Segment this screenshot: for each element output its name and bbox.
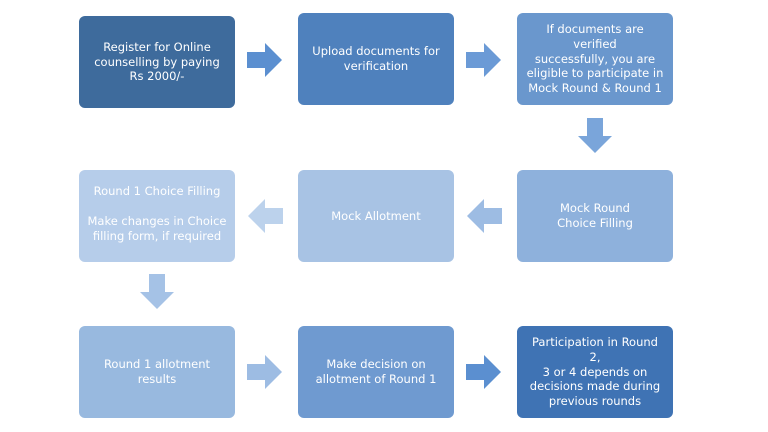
arrow-left-icon bbox=[247, 198, 283, 234]
step-round1-choice-filling: Round 1 Choice Filling Make changes in C… bbox=[79, 170, 235, 262]
step-register: Register for Online counselling by payin… bbox=[79, 16, 235, 108]
step-documents-verified: If documents are verified successfully, … bbox=[517, 13, 673, 105]
step-mock-round-choice-filling: Mock Round Choice Filling bbox=[517, 170, 673, 262]
arrow-right-icon bbox=[247, 354, 283, 390]
arrow-left-icon bbox=[466, 198, 502, 234]
step-round1-allotment-results: Round 1 allotment results bbox=[79, 326, 235, 418]
step-upload-documents: Upload documents for verification bbox=[298, 13, 454, 105]
arrow-right-icon bbox=[466, 354, 502, 390]
step-decision-round1: Make decision on allotment of Round 1 bbox=[298, 326, 454, 418]
arrow-right-icon bbox=[466, 42, 502, 78]
arrow-right-icon bbox=[247, 42, 283, 78]
arrow-down-icon bbox=[577, 118, 613, 154]
step-participation-later-rounds: Participation in Round 2, 3 or 4 depends… bbox=[517, 326, 673, 418]
step-mock-allotment: Mock Allotment bbox=[298, 170, 454, 262]
arrow-down-icon bbox=[139, 274, 175, 310]
